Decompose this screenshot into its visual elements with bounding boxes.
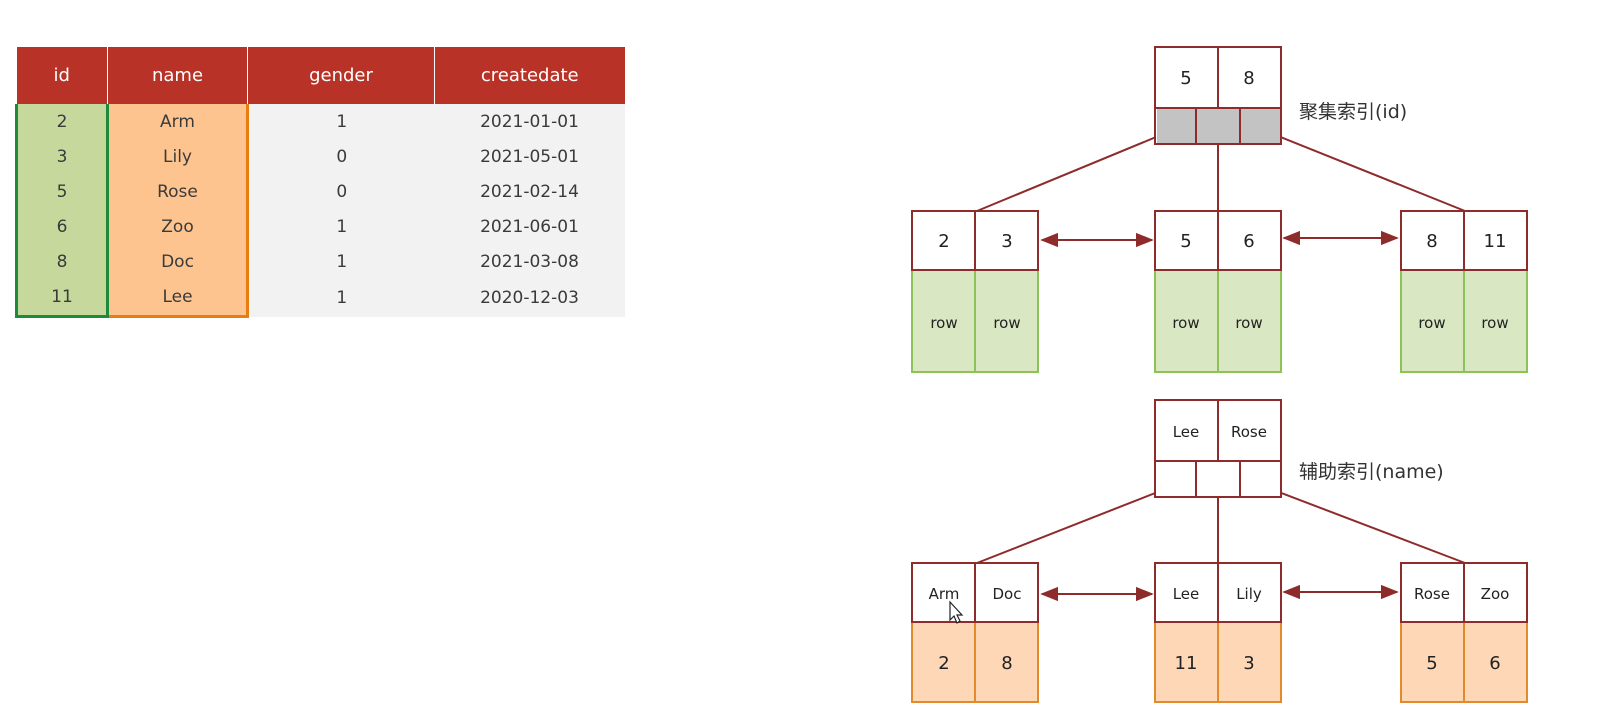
table-header-row: id name gender createdate bbox=[16, 47, 625, 104]
cell-name: Arm bbox=[106, 104, 249, 139]
cell-id: 11 bbox=[15, 279, 109, 318]
cell-createdate: 2020-12-03 bbox=[434, 279, 625, 317]
cell-gender: 1 bbox=[247, 244, 435, 279]
cell-gender: 1 bbox=[247, 104, 435, 139]
tree-link bbox=[976, 485, 1174, 564]
leaf-key: Arm bbox=[929, 585, 960, 603]
root-node: 5 8 bbox=[1154, 46, 1282, 145]
leaf-key: Lily bbox=[1236, 585, 1262, 603]
cell-gender: 1 bbox=[247, 209, 435, 244]
cell-id: 6 bbox=[15, 209, 109, 244]
leaf-key: Lee bbox=[1173, 585, 1200, 603]
leaf-pk-value: 6 bbox=[1489, 653, 1500, 674]
root-key: 5 bbox=[1180, 68, 1191, 89]
leaf-node: 2 3 row row bbox=[911, 210, 1039, 373]
mouse-cursor-icon bbox=[949, 600, 964, 624]
table-row: 3 Lily 0 2021-05-01 bbox=[15, 139, 625, 174]
leaf-key: 2 bbox=[938, 231, 949, 252]
leaf-key: Rose bbox=[1414, 585, 1450, 603]
table-row: 5 Rose 0 2021-02-14 bbox=[15, 174, 625, 209]
leaf-key: Doc bbox=[993, 585, 1022, 603]
cell-name: Rose bbox=[106, 174, 249, 209]
cell-id: 8 bbox=[15, 244, 109, 279]
cell-gender: 1 bbox=[247, 279, 435, 317]
leaf-key: 5 bbox=[1180, 231, 1191, 252]
leaf-node: Lee Lily 11 3 bbox=[1154, 562, 1282, 703]
leaf-row: row bbox=[1235, 314, 1262, 332]
leaf-row: row bbox=[1172, 314, 1199, 332]
secondary-index-tree: Lee Rose 辅助索引(name) Arm Doc 2 8 Lee Lily… bbox=[911, 399, 1528, 703]
cell-id: 3 bbox=[15, 139, 109, 174]
cell-id: 2 bbox=[15, 104, 109, 139]
table-row: 8 Doc 1 2021-03-08 bbox=[15, 244, 625, 279]
leaf-node: Arm Doc 2 8 bbox=[911, 562, 1039, 703]
leaf-pk-value: 5 bbox=[1426, 653, 1437, 674]
root-node: Lee Rose bbox=[1154, 399, 1282, 498]
header-createdate: createdate bbox=[434, 47, 625, 104]
cell-createdate: 2021-05-01 bbox=[434, 139, 625, 174]
leaf-pk-value: 8 bbox=[1001, 653, 1012, 674]
leaf-node: Rose Zoo 5 6 bbox=[1400, 562, 1528, 703]
root-key: Lee bbox=[1173, 423, 1200, 441]
cell-name: Lee bbox=[106, 279, 249, 318]
table-row: 11 Lee 1 2020-12-03 bbox=[15, 279, 625, 318]
clustered-index-label: 聚集索引(id) bbox=[1299, 101, 1407, 123]
cell-createdate: 2021-01-01 bbox=[434, 104, 625, 139]
cell-name: Zoo bbox=[106, 209, 249, 244]
leaf-row: row bbox=[993, 314, 1020, 332]
table-row: 6 Zoo 1 2021-06-01 bbox=[15, 209, 625, 244]
leaf-node: 8 11 row row bbox=[1400, 210, 1528, 373]
header-name: name bbox=[107, 47, 248, 104]
user-table: id name gender createdate 2 Arm 1 2021-0… bbox=[15, 47, 625, 318]
leaf-key: 11 bbox=[1484, 231, 1507, 252]
root-key: 8 bbox=[1243, 68, 1254, 89]
leaf-row: row bbox=[1481, 314, 1508, 332]
cell-id: 5 bbox=[15, 174, 109, 209]
leaf-pk-value: 3 bbox=[1243, 653, 1254, 674]
pointer-slot bbox=[1197, 109, 1239, 143]
secondary-index-label: 辅助索引(name) bbox=[1299, 461, 1444, 483]
leaf-key: 3 bbox=[1001, 231, 1012, 252]
header-gender: gender bbox=[247, 47, 435, 104]
cell-gender: 0 bbox=[247, 174, 435, 209]
pointer-slot bbox=[1157, 109, 1195, 143]
leaf-pk-value: 11 bbox=[1175, 653, 1198, 674]
cell-createdate: 2021-03-08 bbox=[434, 244, 625, 279]
leaf-key: 8 bbox=[1426, 231, 1437, 252]
cell-createdate: 2021-06-01 bbox=[434, 209, 625, 244]
leaf-row: row bbox=[930, 314, 957, 332]
clustered-index-tree: 5 8 聚集索引(id) 2 3 row row 5 6 row row bbox=[911, 46, 1528, 373]
tree-link bbox=[1262, 129, 1466, 212]
leaf-key: 6 bbox=[1243, 231, 1254, 252]
cell-name: Doc bbox=[106, 244, 249, 279]
table-row: 2 Arm 1 2021-01-01 bbox=[15, 104, 625, 139]
leaf-key: Zoo bbox=[1481, 585, 1510, 603]
leaf-pk-value: 2 bbox=[938, 653, 949, 674]
leaf-row: row bbox=[1418, 314, 1445, 332]
leaf-node: 5 6 row row bbox=[1154, 210, 1282, 373]
root-key: Rose bbox=[1231, 423, 1267, 441]
cell-createdate: 2021-02-14 bbox=[434, 174, 625, 209]
tree-link bbox=[1262, 485, 1466, 564]
pointer-slot bbox=[1241, 109, 1280, 143]
cell-gender: 0 bbox=[247, 139, 435, 174]
tree-link bbox=[976, 129, 1174, 212]
cell-name: Lily bbox=[106, 139, 249, 174]
header-id: id bbox=[16, 47, 108, 104]
